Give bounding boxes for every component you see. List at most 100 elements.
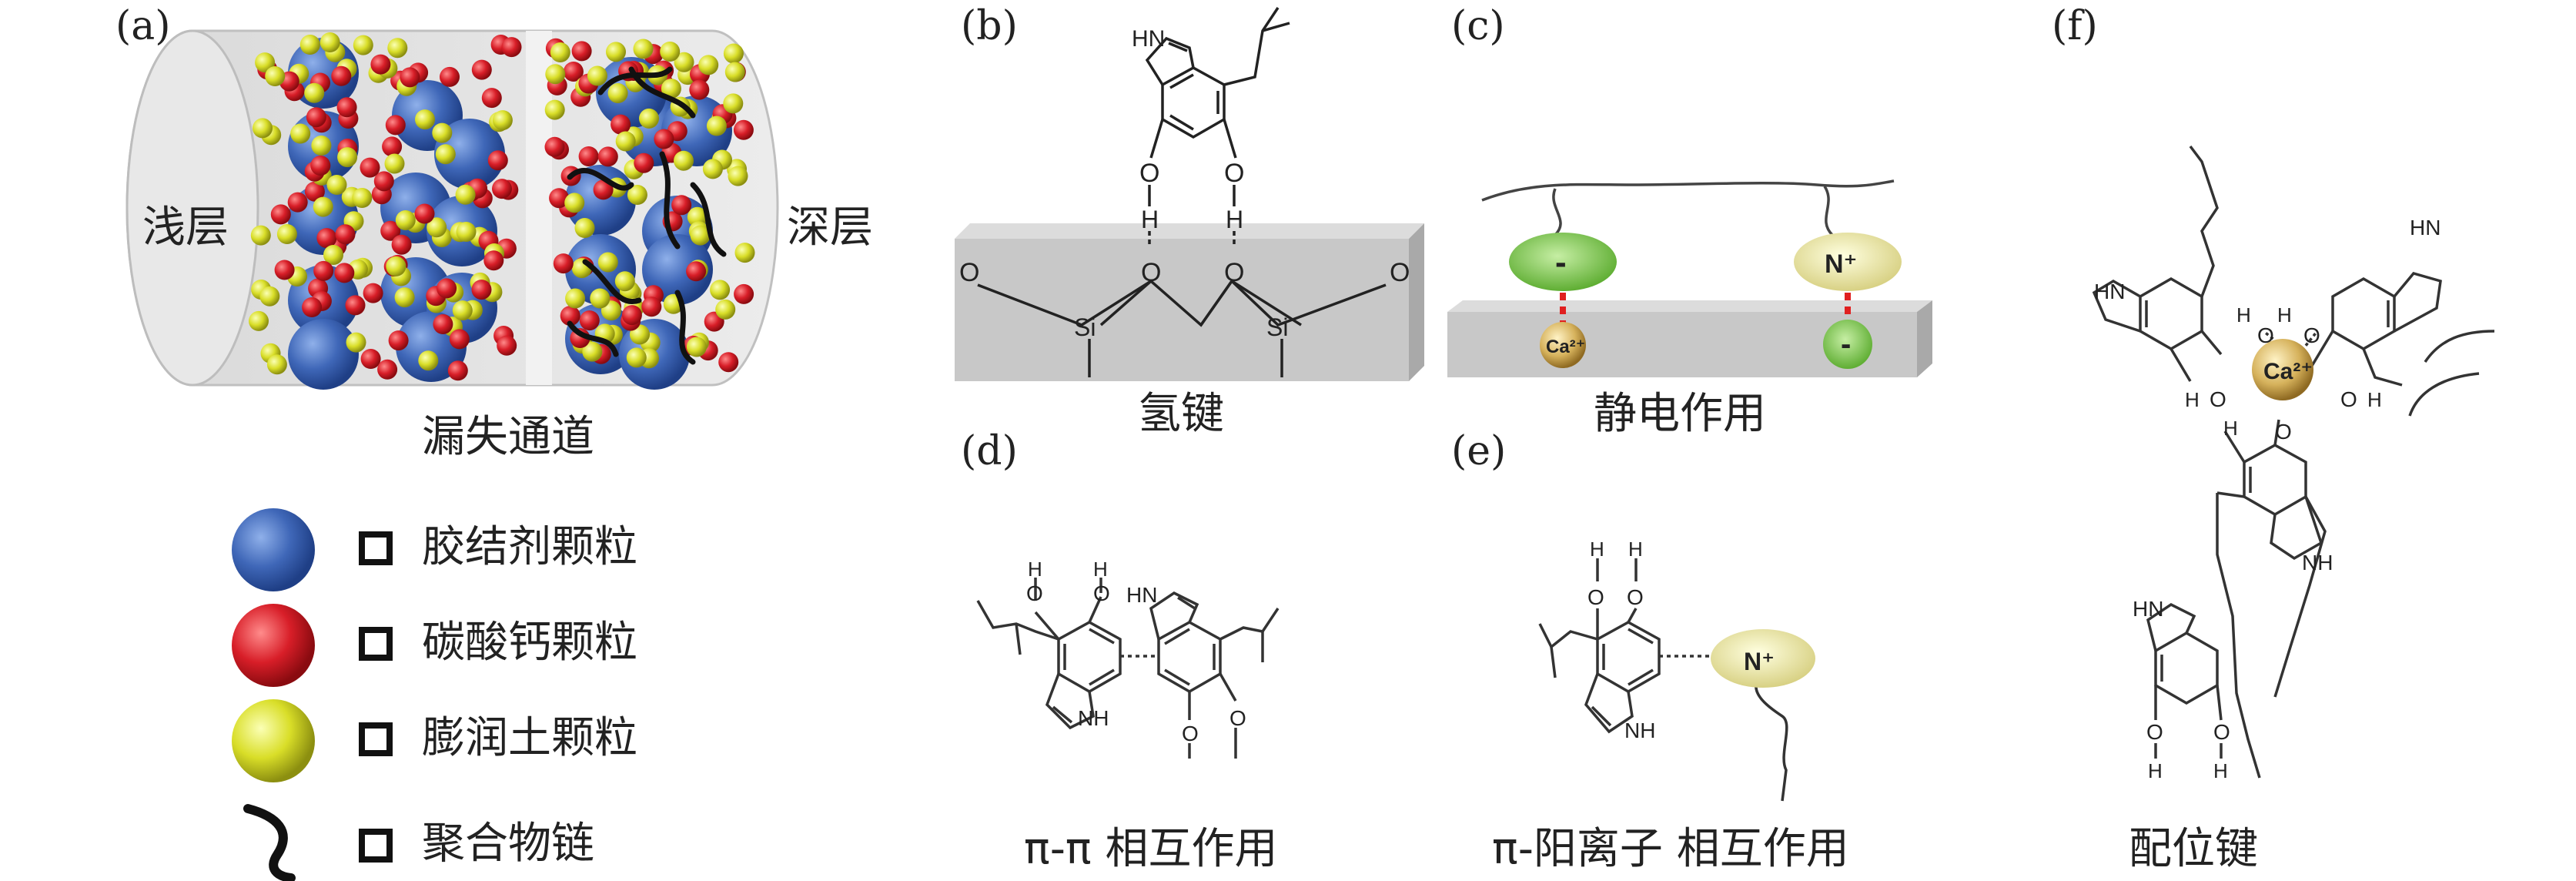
atom-label: NH	[1078, 706, 1109, 730]
atom-label: O	[2303, 323, 2320, 347]
bentonite-particle	[660, 42, 681, 62]
bentonite-particle	[686, 337, 707, 357]
atom-label: O	[1587, 585, 1604, 609]
caco3-particle	[270, 204, 291, 225]
atom-label: HN	[2133, 597, 2163, 621]
hydrogen-bond-caption: 氢键	[1138, 389, 1224, 439]
bentonite-particle	[674, 150, 694, 171]
bentonite-particle	[353, 35, 373, 55]
legend-caco3-label: 碳酸钙颗粒	[422, 618, 637, 668]
caco3-particle	[501, 37, 522, 58]
caco3-particle	[449, 329, 470, 350]
caco3-particle	[437, 278, 457, 299]
bentonite-particle	[728, 166, 748, 186]
bentonite-particle	[674, 52, 694, 72]
bentonite-particle	[574, 218, 595, 238]
caco3-particle	[471, 59, 492, 80]
caco3-particle	[593, 179, 614, 200]
caco3-particle	[563, 62, 584, 82]
caco3-particle	[734, 283, 754, 304]
bentonite-particle	[352, 188, 373, 208]
caco3-particle	[313, 260, 334, 281]
cation-ion	[1794, 233, 1902, 291]
charge-label: N⁺	[1825, 250, 1858, 279]
bentonite-particle	[432, 122, 453, 143]
caco3-particle	[686, 261, 707, 282]
caco3-particle	[274, 260, 295, 280]
caco3-particle	[578, 146, 599, 166]
bentonite-particle	[337, 147, 358, 168]
atom-label: Si	[1074, 313, 1096, 341]
caco3-particle	[492, 179, 512, 199]
atom-label: H	[2185, 388, 2200, 411]
caco3-particle	[306, 107, 326, 128]
bentonite-particle	[564, 193, 585, 213]
bentonite-particle	[452, 300, 473, 321]
panel-e-label: (e)	[1451, 428, 1507, 474]
caco3-particle	[360, 157, 380, 178]
bentonite-particle	[639, 108, 659, 129]
bentonite-particle	[706, 116, 727, 136]
bentonite-particle	[690, 225, 711, 246]
bentonite-particle	[266, 354, 287, 375]
bentonite-particle	[455, 184, 476, 205]
bentonite-particle	[698, 55, 719, 75]
atom-label: NH	[1624, 719, 1655, 742]
bentonite-particle	[384, 153, 405, 174]
bentonite-particle	[723, 93, 744, 114]
atom-label: H	[2277, 303, 2292, 327]
atom-label: HN	[2410, 216, 2441, 240]
atom-label: O	[1141, 258, 1161, 287]
caco3-particle	[336, 97, 357, 118]
atom-label: H	[1028, 558, 1042, 581]
atom-label: O	[1224, 258, 1244, 287]
bentonite-particle	[615, 131, 636, 152]
shallow-layer-label: 浅层	[142, 203, 229, 253]
panel-d-label: (d)	[961, 428, 1018, 474]
bentonite-particle	[323, 245, 343, 265]
caco3-particle	[733, 119, 754, 140]
pi-pi-diagram	[976, 578, 1280, 759]
bentonite-particle	[299, 35, 320, 55]
bentonite-particle	[304, 82, 325, 103]
bentonite-particle	[415, 109, 435, 130]
caco3-particle	[380, 220, 401, 241]
caco3-particle	[560, 306, 580, 327]
atom-label: O	[1139, 159, 1159, 188]
bentonite-particle	[550, 42, 570, 62]
caco3-particle	[597, 146, 618, 167]
caco3-particle	[654, 129, 674, 149]
bentonite-particle	[661, 79, 681, 99]
panel-b-label: (b)	[961, 3, 1018, 49]
panel-c-label: (c)	[1451, 3, 1505, 49]
caco3-particle	[345, 295, 366, 316]
binder-particle	[642, 234, 713, 305]
bentonite-particle	[276, 224, 297, 244]
bentonite-particle	[492, 110, 513, 131]
caco3-particle	[440, 66, 460, 87]
caco3-particle	[370, 54, 391, 75]
bentonite-particle	[249, 310, 269, 331]
negative-ion	[1509, 233, 1617, 291]
pi-cation-caption: π-阳离子 相互作用	[1492, 824, 1849, 874]
bentonite-particle	[456, 222, 477, 242]
polymer-chains	[567, 66, 727, 365]
atom-label: O	[2275, 420, 2292, 444]
atom-label: H	[2223, 417, 2238, 440]
bentonite-particle	[544, 99, 565, 120]
caco3-particle	[579, 310, 600, 331]
pi-pi-caption: π-π 相互作用	[1024, 824, 1278, 874]
bentonite-particle	[734, 243, 755, 263]
bentonite-particle	[614, 271, 635, 292]
cation-ion	[1711, 629, 1815, 688]
bentonite-particle	[597, 252, 618, 273]
caco3-particle	[689, 79, 710, 100]
caco3-particle	[634, 152, 654, 173]
caco3-particle	[483, 250, 504, 271]
caco3-particle	[400, 67, 420, 88]
caco3-particle-icon	[232, 604, 315, 687]
caco3-particle	[571, 41, 592, 62]
caco3-particle	[331, 65, 352, 86]
charge-label: Ca²⁺	[2263, 359, 2313, 384]
caco3-particle	[363, 283, 383, 303]
